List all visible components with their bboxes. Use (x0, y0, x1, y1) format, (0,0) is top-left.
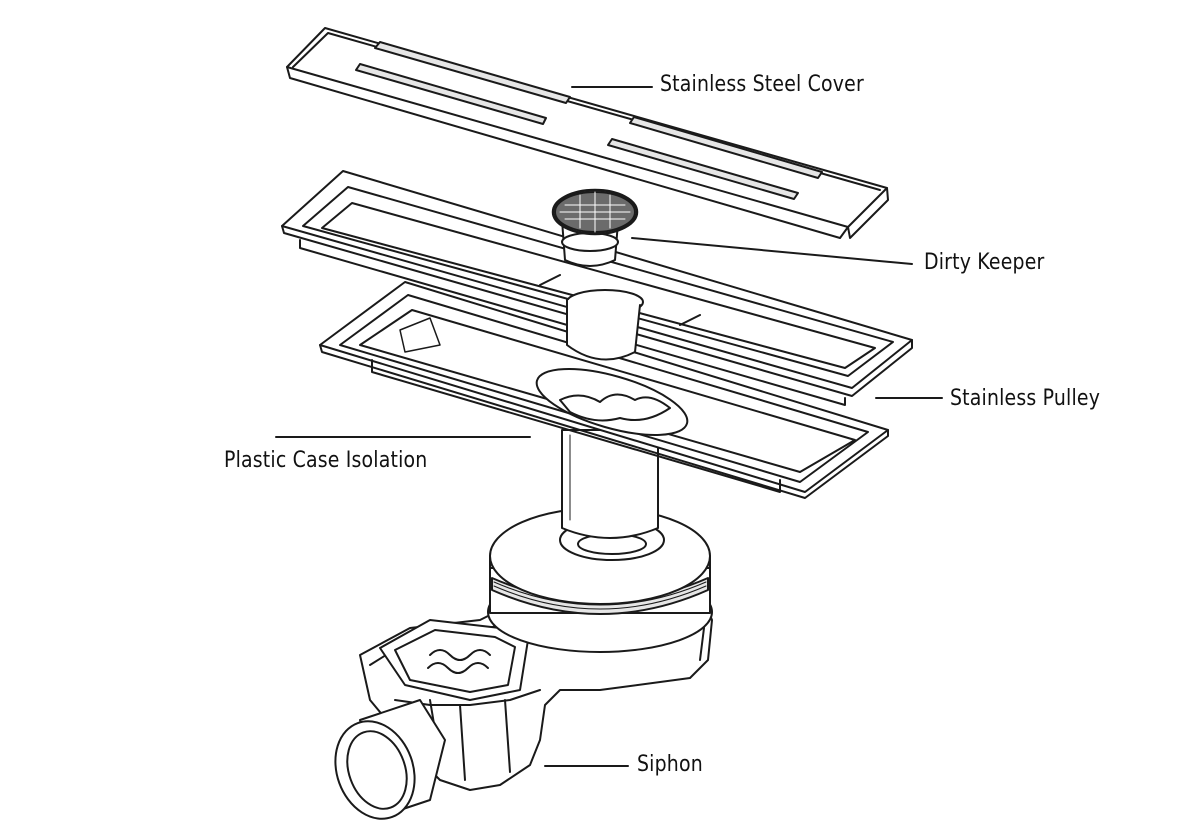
pulley-inner-rim (302, 186, 894, 377)
case-wedge-left (399, 317, 441, 353)
cover-slot-2 (355, 63, 547, 125)
case-drain-petals (559, 393, 671, 422)
plastic-case-part (319, 281, 889, 499)
cover-slot-1 (374, 41, 571, 104)
pipe-body (561, 429, 659, 539)
label-stainless-steel-cover: Stainless Steel Cover (660, 72, 864, 97)
pulley-seam (539, 274, 701, 326)
siphon-wave-2 (427, 662, 489, 674)
case-body-under (371, 359, 781, 493)
stainless-pulley-part (281, 170, 913, 406)
trap-disc-edge (489, 555, 711, 573)
leader-lines (275, 86, 943, 767)
siphon-top-inner (394, 629, 516, 693)
siphon-wave (429, 649, 491, 661)
label-stainless-pulley: Stainless Pulley (950, 386, 1101, 411)
cover-lip-end (847, 187, 889, 239)
drain-pipe (561, 429, 659, 539)
pulley-inner-floor (321, 202, 876, 369)
leader-keeper (631, 237, 913, 265)
stainless-cover-part (286, 27, 889, 239)
keeper-mesh-rim (551, 188, 639, 236)
keeper-mid-ring (561, 232, 619, 252)
label-plastic-case-isolation: Plastic Case Isolation (224, 448, 428, 473)
case-inner-rim (339, 294, 869, 483)
pulley-rim-lower (281, 225, 913, 397)
label-siphon: Siphon (637, 752, 703, 777)
dirty-keeper-part (551, 188, 639, 267)
label-dirty-keeper: Dirty Keeper (924, 250, 1045, 275)
keeper-mesh-pattern (559, 191, 631, 233)
siphon-outlet-inner (346, 730, 408, 810)
pulley-collar (566, 299, 641, 361)
cover-lip-front (286, 66, 849, 239)
cover-slot-3 (629, 116, 823, 179)
cover-slot-4 (607, 138, 799, 200)
case-rim-lower (319, 344, 889, 499)
